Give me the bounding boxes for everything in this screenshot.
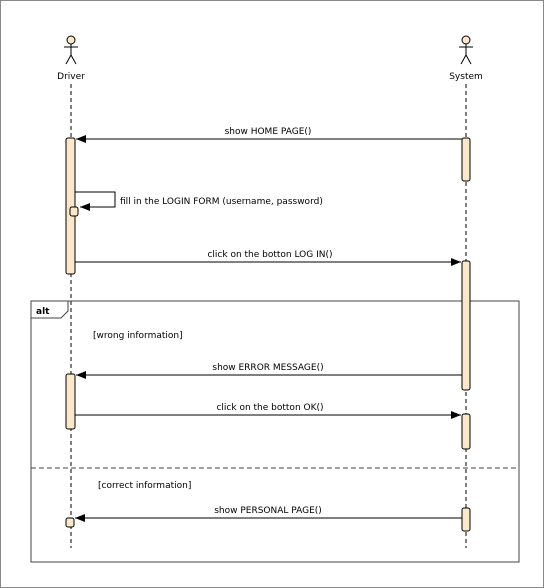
message-label-click-log-in: click on the botton LOG IN() bbox=[207, 250, 332, 260]
activation-driver-self bbox=[69, 206, 79, 217]
message-arrow-fill-login-form bbox=[75, 191, 116, 211]
activation-system-personal bbox=[461, 507, 471, 532]
actor-driver-head bbox=[66, 35, 76, 45]
actor-system-label: System bbox=[449, 72, 483, 82]
message-label-show-home-page: show HOME PAGE() bbox=[225, 127, 312, 137]
activation-system-login bbox=[461, 260, 471, 391]
alt-fragment-frame bbox=[30, 300, 520, 563]
actor-driver-right-leg bbox=[70, 54, 77, 65]
actor-driver-left-leg bbox=[65, 54, 72, 65]
activation-system-ok bbox=[461, 413, 471, 450]
activation-driver-personal bbox=[65, 517, 75, 528]
message-label-fill-login-form: fill in the LOGIN FORM (username, passwo… bbox=[120, 197, 323, 207]
message-label-show-error-message: show ERROR MESSAGE() bbox=[212, 363, 323, 373]
activation-driver-error bbox=[65, 373, 76, 430]
actor-system-right-leg bbox=[465, 54, 472, 65]
guard-correct-information: [correct information] bbox=[98, 481, 191, 491]
activation-driver-login bbox=[65, 137, 76, 275]
message-label-click-ok: click on the botton OK() bbox=[216, 403, 323, 413]
alt-operator-label: alt bbox=[36, 307, 50, 317]
actor-driver-label: Driver bbox=[57, 72, 85, 82]
alt-fragment-tab bbox=[30, 300, 69, 319]
activation-system-home bbox=[461, 137, 471, 182]
actor-driver bbox=[64, 35, 78, 65]
actor-system-left-leg bbox=[460, 54, 467, 65]
guard-wrong-information: [wrong information] bbox=[93, 331, 183, 341]
actor-system bbox=[459, 35, 473, 65]
actor-system-head bbox=[461, 35, 471, 45]
activations bbox=[65, 137, 471, 532]
message-label-show-personal-page: show PERSONAL PAGE() bbox=[214, 506, 322, 516]
